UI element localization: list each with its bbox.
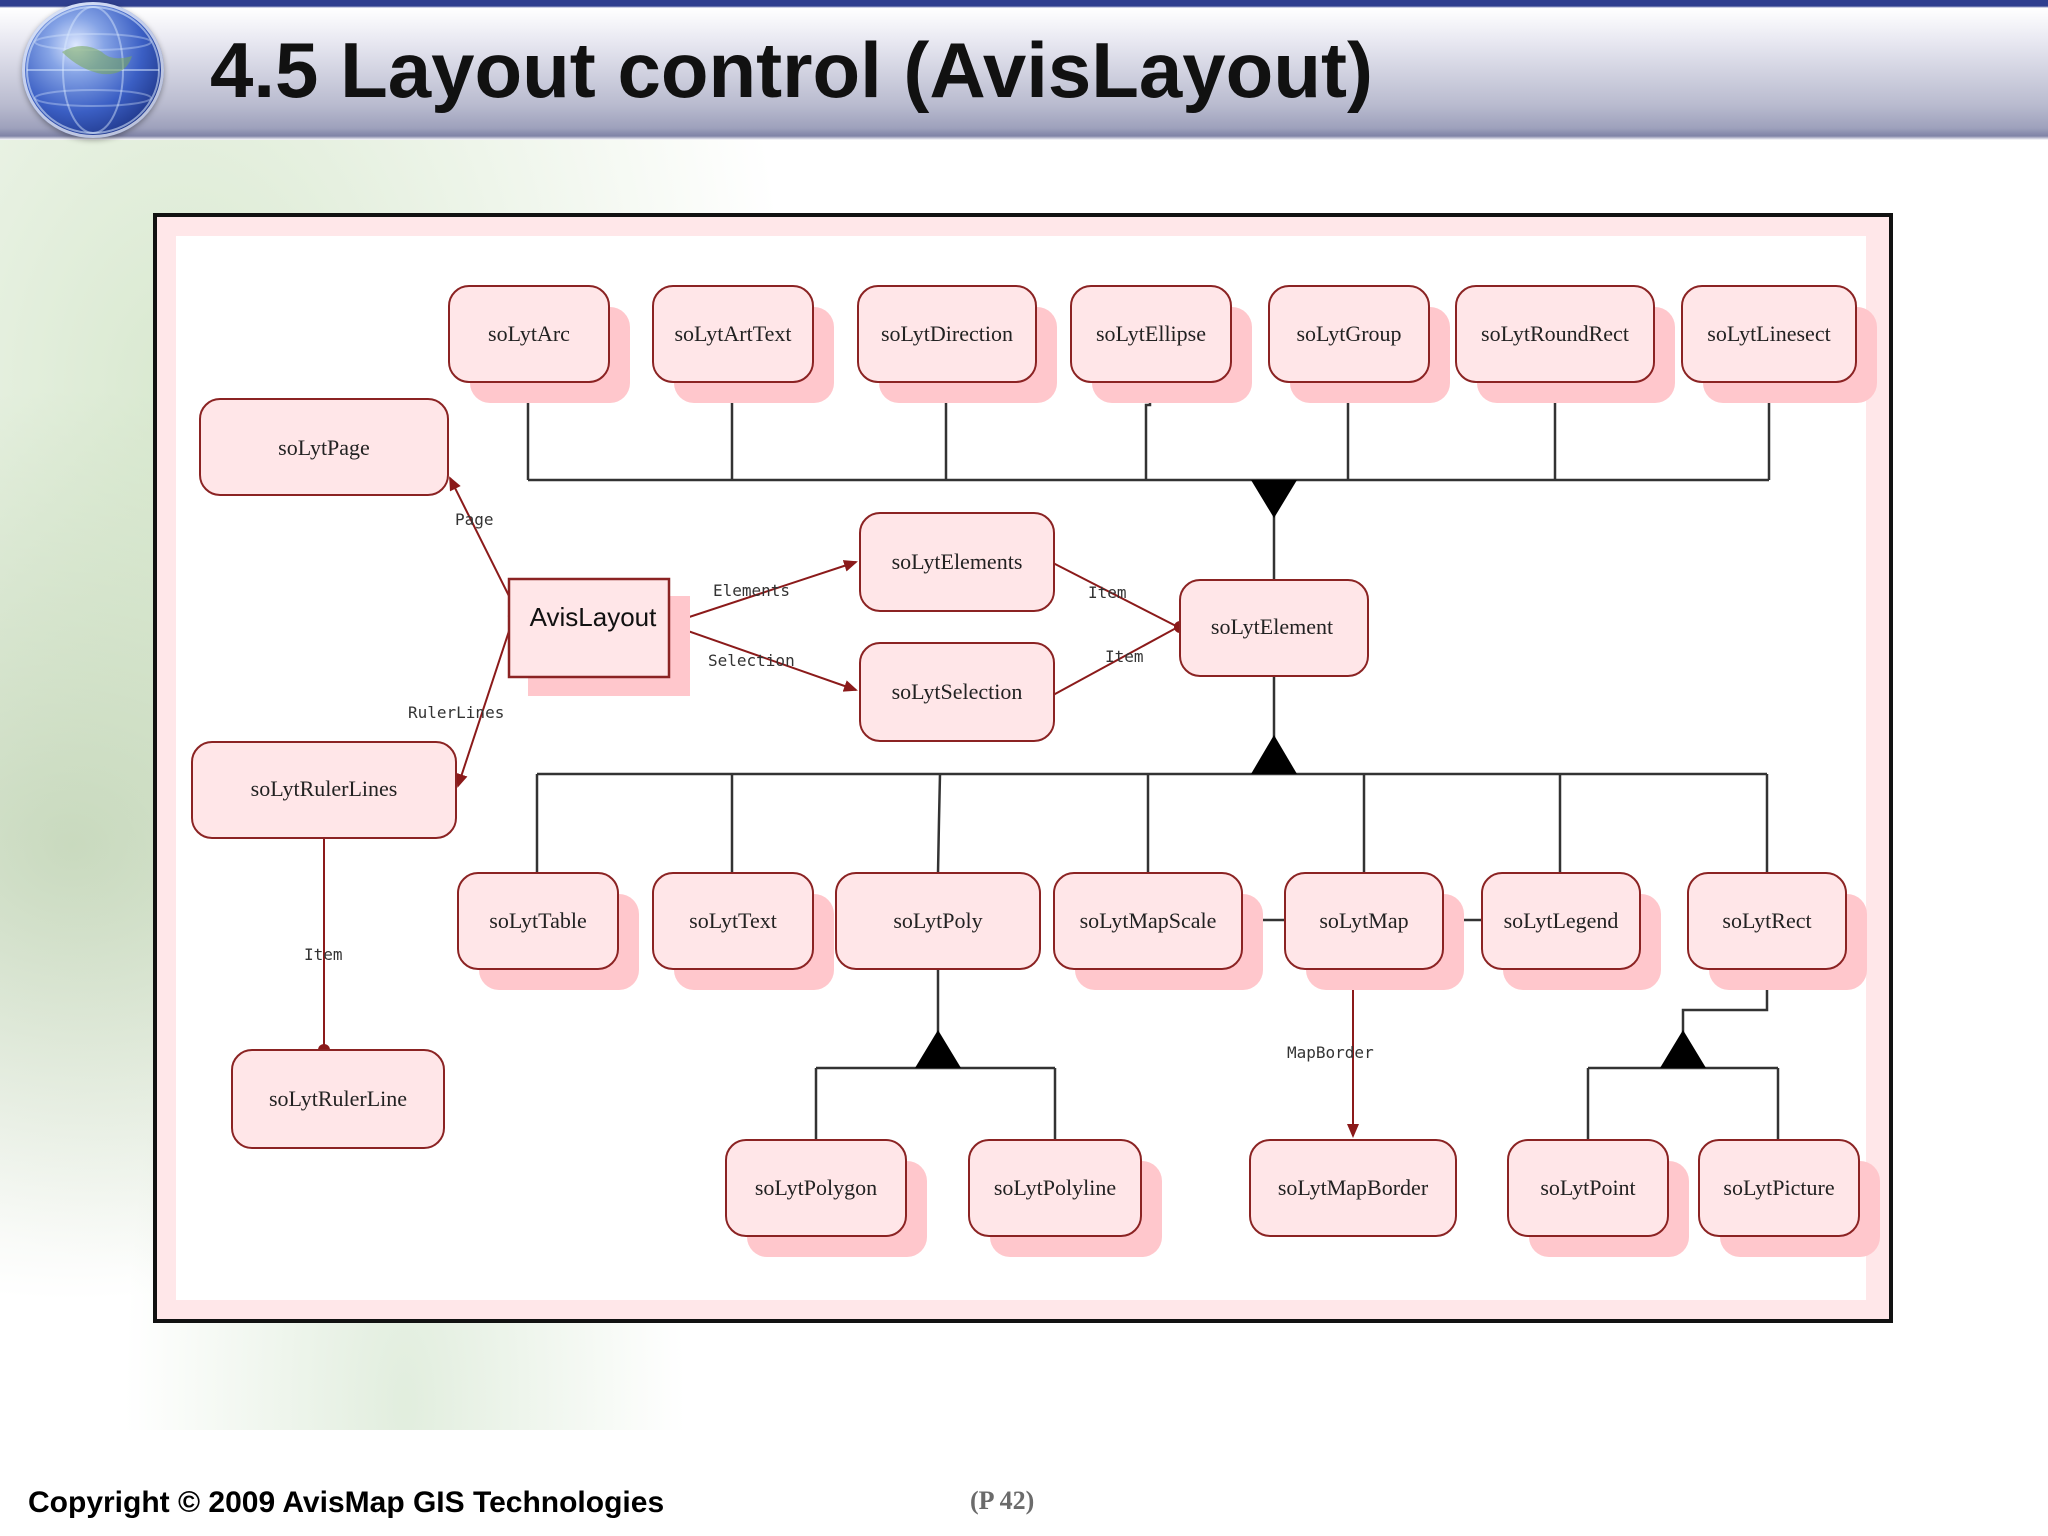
- node-solytmapborder[interactable]: soLytMapBorder: [1249, 1139, 1457, 1237]
- node-solytelements[interactable]: soLytElements: [859, 512, 1055, 612]
- globe-logo-icon: [22, 2, 164, 138]
- edge-label-item-selection: Item: [1105, 647, 1144, 666]
- node-solytlegend[interactable]: soLytLegend: [1481, 872, 1661, 990]
- poly-generalization-triangle: [915, 1030, 961, 1068]
- node-solytrulerline[interactable]: soLytRulerLine: [231, 1049, 445, 1149]
- node-label: soLytArc: [488, 321, 570, 346]
- header-bar: [0, 0, 2048, 140]
- rulerlines-association: [458, 628, 510, 786]
- node-label: soLytPolygon: [755, 1175, 877, 1200]
- page-number: (P 42): [970, 1486, 1035, 1515]
- edge-label-item-elements: Item: [1088, 583, 1127, 602]
- node-solytpolygon[interactable]: soLytPolygon: [725, 1139, 927, 1257]
- associations: [324, 478, 1353, 1136]
- node-solytgroup[interactable]: soLytGroup: [1268, 285, 1450, 403]
- node-label: soLytPoint: [1540, 1175, 1635, 1200]
- node-label: soLytMapScale: [1080, 908, 1217, 933]
- bottom-generalization-triangle: [1251, 735, 1297, 774]
- node-label: soLytGroup: [1296, 321, 1401, 346]
- edge-label-selection: Selection: [708, 651, 795, 670]
- node-label: soLytRulerLines: [251, 776, 398, 801]
- node-solytarttext[interactable]: soLytArtText: [652, 285, 834, 403]
- node-label: soLytElements: [892, 549, 1023, 574]
- node-solytelement[interactable]: soLytElement: [1179, 579, 1369, 677]
- item-selection-association: [1055, 626, 1179, 694]
- node-solytmapscale[interactable]: soLytMapScale: [1053, 872, 1263, 990]
- node-label: soLytLegend: [1504, 908, 1619, 933]
- node-label: soLytLinesect: [1707, 321, 1830, 346]
- node-solyttable[interactable]: soLytTable: [457, 872, 639, 990]
- elements-association: [668, 562, 856, 624]
- node-label: soLytEllipse: [1096, 321, 1206, 346]
- node-label: soLytMap: [1319, 908, 1408, 933]
- nodes: soLytArc soLytArtText soLytDirection soL…: [191, 285, 1880, 1257]
- rect-generalization-triangle: [1660, 1030, 1706, 1068]
- node-solytpage[interactable]: soLytPage: [199, 398, 449, 496]
- edge-label-rulerlines: RulerLines: [408, 703, 504, 722]
- node-solytpicture[interactable]: soLytPicture: [1698, 1139, 1880, 1257]
- top-generalization-triangle: [1251, 480, 1297, 518]
- node-solytpoly[interactable]: soLytPoly: [835, 872, 1041, 970]
- node-avislayout[interactable]: AvisLayout: [507, 577, 690, 696]
- node-label: soLytRoundRect: [1481, 321, 1629, 346]
- node-solyttext[interactable]: soLytText: [652, 872, 834, 990]
- selection-association: [668, 624, 856, 690]
- node-solytpoint[interactable]: soLytPoint: [1507, 1139, 1689, 1257]
- node-solytdirection[interactable]: soLytDirection: [857, 285, 1057, 403]
- edge-label-item-ruler: Item: [304, 945, 343, 964]
- node-label: AvisLayout: [530, 602, 657, 632]
- node-label: soLytPolyline: [994, 1175, 1116, 1200]
- node-label: soLytElement: [1211, 614, 1333, 639]
- node-solytrect[interactable]: soLytRect: [1687, 872, 1867, 990]
- node-label: soLytSelection: [892, 679, 1023, 704]
- node-solytellipse[interactable]: soLytEllipse: [1070, 285, 1252, 403]
- top-inheritance-tree: [526, 382, 1771, 580]
- edge-label-elements: Elements: [713, 581, 790, 600]
- node-label: soLytMapBorder: [1278, 1175, 1429, 1200]
- page-title: 4.5 Layout control (AvisLayout): [210, 26, 1373, 114]
- node-label: soLytRulerLine: [269, 1086, 407, 1111]
- node-solytrulerlines[interactable]: soLytRulerLines: [191, 741, 457, 839]
- node-solytmap[interactable]: soLytMap: [1284, 872, 1464, 990]
- node-label: soLytPoly: [893, 908, 982, 933]
- node-label: soLytText: [689, 908, 777, 933]
- node-label: soLytDirection: [881, 321, 1013, 346]
- node-solytselection[interactable]: soLytSelection: [859, 642, 1055, 742]
- node-solytarc[interactable]: soLytArc: [448, 285, 630, 403]
- page-association: [449, 478, 510, 598]
- edge-label-page: Page: [455, 510, 494, 529]
- node-label: soLytRect: [1722, 908, 1811, 933]
- item-elements-association: [1055, 564, 1179, 628]
- node-solytroundrect[interactable]: soLytRoundRect: [1455, 285, 1675, 403]
- node-label: soLytPage: [278, 435, 370, 460]
- node-solytlinesect[interactable]: soLytLinesect: [1681, 285, 1877, 403]
- node-label: soLytArtText: [674, 321, 791, 346]
- node-label: soLytTable: [489, 908, 586, 933]
- node-solytpolyline[interactable]: soLytPolyline: [968, 1139, 1162, 1257]
- edge-label-mapborder: MapBorder: [1287, 1043, 1374, 1062]
- node-label: soLytPicture: [1723, 1175, 1834, 1200]
- copyright-text: Copyright © 2009 AvisMap GIS Technologie…: [28, 1486, 665, 1519]
